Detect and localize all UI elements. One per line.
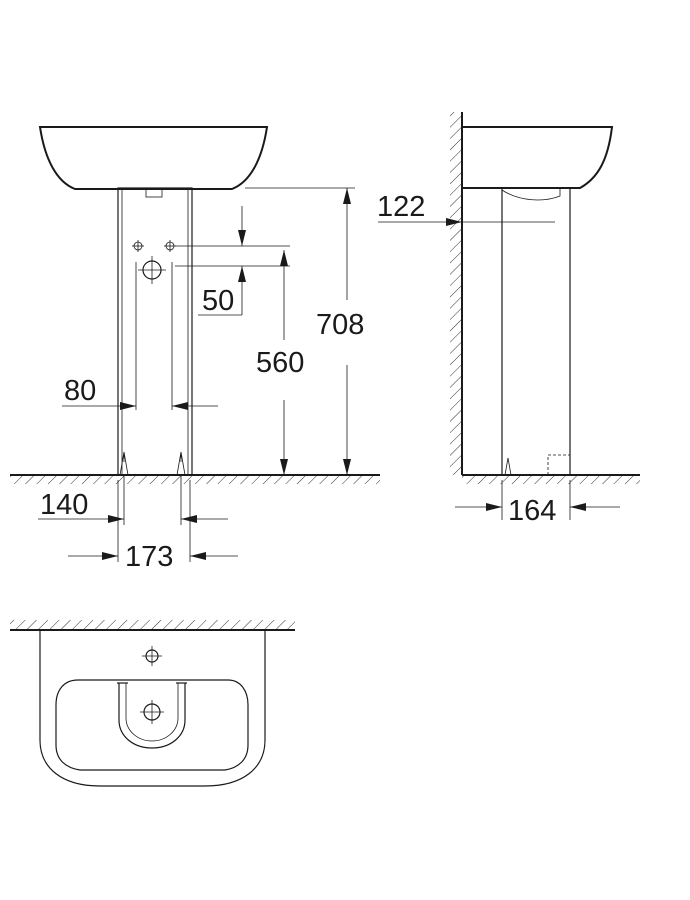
front-foot-left (119, 451, 129, 476)
front-basin (38, 126, 269, 190)
dim-560: 560 (256, 347, 304, 379)
top-basin-inner (55, 679, 249, 771)
top-view (10, 620, 295, 787)
front-outlet (138, 256, 166, 284)
front-fixing-hole-right (164, 240, 176, 252)
top-drain (140, 700, 164, 724)
dim-50: 50 (202, 285, 234, 317)
front-view: 708 560 50 80 140 (10, 126, 380, 573)
front-pedestal-notch (145, 187, 163, 198)
dim-164: 164 (508, 495, 556, 527)
dim-122: 122 (377, 191, 425, 223)
dim-80: 80 (64, 375, 96, 407)
top-pedestal-outline (118, 683, 186, 749)
side-basin (462, 126, 614, 189)
top-tap-hole (142, 646, 162, 666)
top-basin-outer (39, 630, 266, 787)
dim-140: 140 (40, 489, 88, 521)
front-fixing-hole-left (132, 240, 144, 252)
side-view: 122 164 (377, 112, 640, 527)
dim-708: 708 (316, 309, 364, 341)
dim-173: 173 (125, 541, 173, 573)
front-foot-right (176, 451, 186, 476)
side-pedestal (501, 187, 571, 476)
front-pedestal-outline (117, 187, 193, 476)
